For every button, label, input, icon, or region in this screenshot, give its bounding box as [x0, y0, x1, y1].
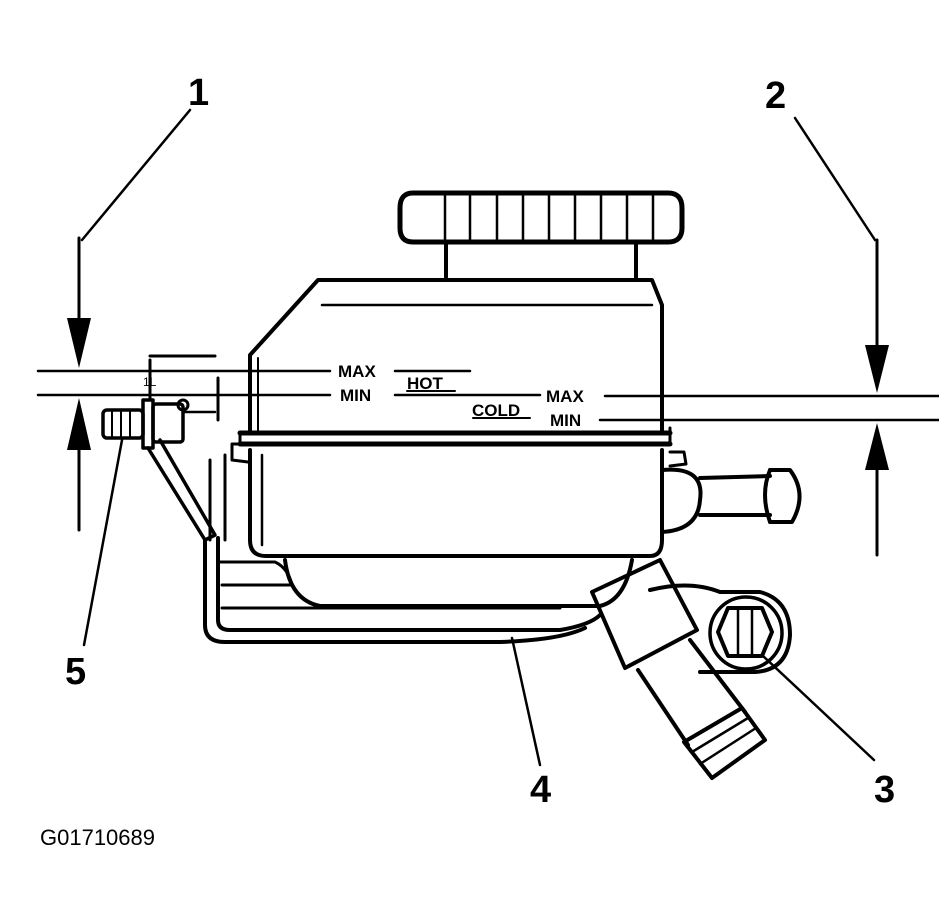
leader-lines — [80, 108, 877, 767]
dimension-arrows-right — [865, 238, 889, 557]
cold-max-label: MAX — [546, 387, 584, 406]
cold-min-label: MIN — [550, 411, 581, 430]
dimension-arrows-left — [67, 236, 91, 532]
outlet-fitting — [660, 467, 802, 534]
hot-min-label: MIN — [340, 386, 371, 405]
hot-label: HOT — [407, 374, 444, 393]
callout-4: 4 — [530, 769, 551, 811]
hot-max-label: MAX — [338, 362, 376, 381]
reservoir-body — [230, 278, 688, 608]
figure-code: G01710689 — [40, 825, 155, 850]
callout-5: 5 — [65, 651, 86, 693]
return-hose — [590, 558, 767, 780]
level-lines — [36, 369, 939, 422]
reservoir-cap — [397, 190, 685, 279]
callout-2: 2 — [765, 75, 786, 117]
bolt-3 — [708, 595, 784, 671]
cold-label: COLD — [472, 401, 520, 420]
callout-1: 1 — [188, 72, 209, 114]
bolt-5 — [101, 354, 220, 542]
callout-3: 3 — [874, 769, 895, 811]
mounting-bracket — [203, 453, 792, 674]
small-mark: 1L — [143, 375, 157, 389]
